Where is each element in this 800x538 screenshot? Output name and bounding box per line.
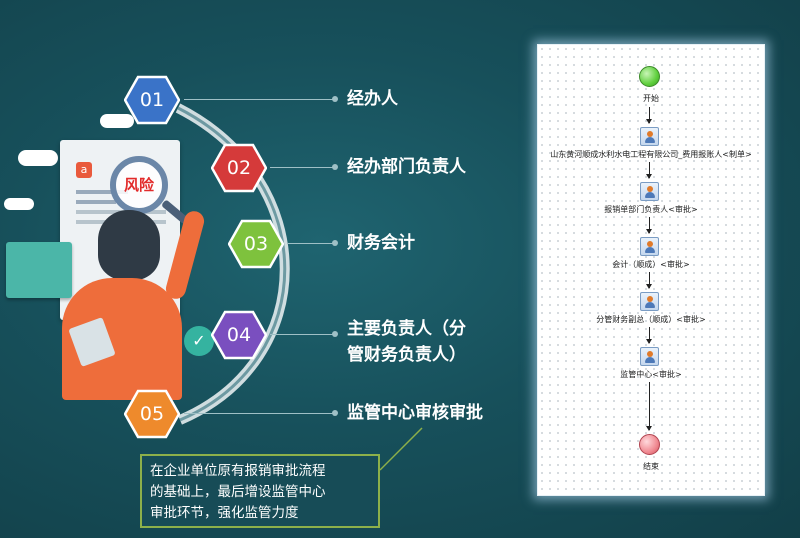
connector-line <box>184 410 338 416</box>
cloud-icon <box>4 198 34 210</box>
book-icon <box>6 242 72 298</box>
flow-arrow <box>646 272 652 289</box>
user-node-icon <box>640 237 659 256</box>
note-line: 审批环节，强化监管力度 <box>150 505 299 521</box>
step-05-label: 监管中心审核审批 <box>347 403 483 423</box>
flow-arrow <box>646 382 652 431</box>
flow-node-label: 分管财务副总（顺成）<审批> <box>596 315 706 324</box>
flow-node-label: 会计（顺成）<审批> <box>612 260 690 269</box>
step-04-label: 主要负责人（分 管财务负责人） <box>347 316 466 368</box>
step-number: 03 <box>243 233 269 255</box>
step-02-hexagon: 02 <box>211 143 267 193</box>
end-label: 结束 <box>643 462 659 471</box>
step-05-hexagon: 05 <box>124 389 180 439</box>
step-01-hexagon: 01 <box>124 75 180 125</box>
user-node-icon <box>640 182 659 201</box>
user-node-icon <box>640 347 659 366</box>
flow-arrow <box>646 162 652 179</box>
logo-badge: a <box>76 162 92 178</box>
note-line: 在企业单位原有报销审批流程 <box>150 463 326 479</box>
person-hair <box>98 210 160 280</box>
start-label: 开始 <box>643 94 659 103</box>
step-03-hexagon: 03 <box>228 219 284 269</box>
step-02-label: 经办部门负责人 <box>347 157 466 177</box>
risk-label: 风险 <box>123 176 154 194</box>
connector-line <box>184 96 338 102</box>
note-box: 在企业单位原有报销审批流程 的基础上，最后增设监管中心 审批环节，强化监管力度 <box>140 454 380 528</box>
user-node-icon <box>640 292 659 311</box>
flow-node-label: 监管中心<审批> <box>620 370 682 379</box>
step-04-label-line1: 主要负责人（分 <box>347 319 466 339</box>
cloud-icon <box>100 114 134 128</box>
step-01-label: 经办人 <box>347 89 398 109</box>
user-node-icon <box>640 127 659 146</box>
check-icon: ✓ <box>184 326 214 356</box>
step-number: 01 <box>139 89 165 111</box>
workflow-panel: 开始 山东黄河顺成水利水电工程有限公司_费用报账人<制单> 报销单部门负责人<审… <box>537 44 765 496</box>
step-04-hexagon: 04 <box>211 310 267 360</box>
risk-illustration: a 风险 ✓ <box>0 100 230 400</box>
step-number: 04 <box>226 324 252 346</box>
flow-node-label: 报销单部门负责人<审批> <box>604 205 698 214</box>
magnifier-icon: 风险 <box>110 156 168 214</box>
logo-letter: a <box>80 163 88 176</box>
flow-arrow <box>646 327 652 344</box>
step-number: 02 <box>226 157 252 179</box>
step-03-label: 财务会计 <box>347 233 415 253</box>
note-line: 的基础上，最后增设监管中心 <box>150 484 326 500</box>
step-number: 05 <box>139 403 165 425</box>
text-line <box>76 200 116 204</box>
start-node-icon <box>639 66 660 87</box>
flow-arrow <box>646 217 652 234</box>
connector-line <box>270 164 338 170</box>
connector-line <box>270 331 338 337</box>
end-node-icon <box>639 434 660 455</box>
flow-node-label: 山东黄河顺成水利水电工程有限公司_费用报账人<制单> <box>550 150 752 159</box>
connector-line <box>288 240 338 246</box>
cloud-icon <box>18 150 58 166</box>
step-04-label-line2: 管财务负责人） <box>347 345 466 365</box>
flow-arrow <box>646 107 652 124</box>
text-line <box>76 190 128 194</box>
